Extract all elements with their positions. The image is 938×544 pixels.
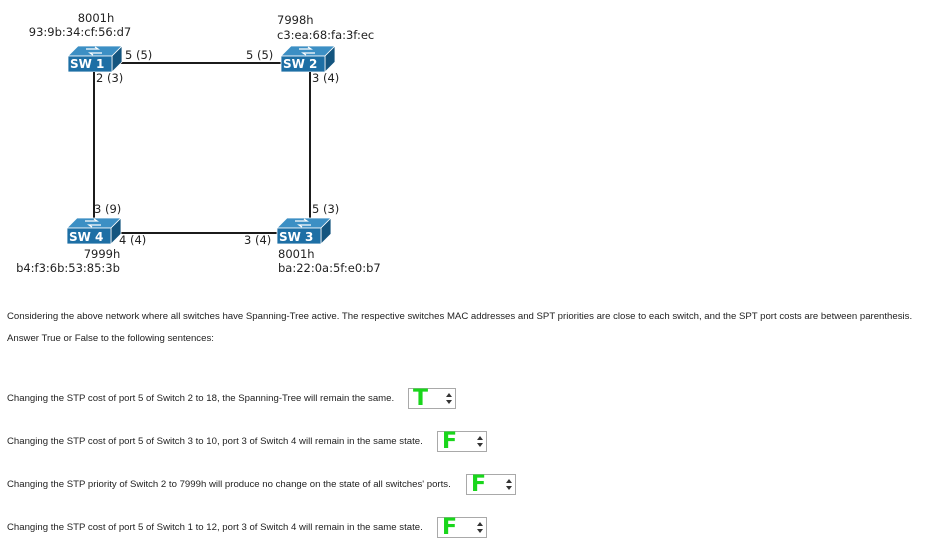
- sw2-label: SW 2: [283, 57, 318, 71]
- sw3-port-left: 3 (4): [244, 233, 272, 247]
- switch-sw1[interactable]: [64, 44, 124, 72]
- sw1-label: SW 1: [70, 57, 105, 71]
- answer-value: F: [442, 515, 458, 540]
- sw4-port-up: 3 (9): [94, 202, 122, 216]
- switch-icon: [276, 217, 332, 244]
- answer-value: F: [471, 472, 487, 497]
- link-sw1-sw2: [112, 62, 286, 64]
- sw2-mac: c3:ea:68:fa:3f:ec: [277, 28, 375, 42]
- select-arrows-icon: [446, 393, 452, 404]
- question-text: Changing the STP cost of port 5 of Switc…: [7, 393, 395, 404]
- sw3-mac: ba:22:0a:5f:e0:b7: [278, 261, 381, 275]
- sw1-port-down: 2 (3): [96, 71, 124, 85]
- switch-sw4[interactable]: [63, 216, 123, 244]
- switch-sw2[interactable]: [277, 44, 337, 72]
- sw2-port-down: 3 (4): [312, 71, 340, 85]
- sw2-port-left: 5 (5): [246, 48, 274, 62]
- sw3-priority: 8001h: [278, 247, 315, 261]
- sw4-port-right: 4 (4): [119, 233, 147, 247]
- select-arrows-icon: [506, 479, 512, 490]
- switch-sw3[interactable]: [273, 216, 333, 244]
- link-sw1-sw4: [93, 70, 95, 220]
- intro-text: Considering the above network where all …: [7, 311, 913, 322]
- sw1-port-right: 5 (5): [125, 48, 153, 62]
- link-sw3-sw4: [112, 232, 282, 234]
- question-text: Changing the STP cost of port 5 of Switc…: [7, 436, 423, 447]
- answer-select[interactable]: F: [437, 515, 487, 540]
- switch-icon: [66, 217, 122, 244]
- sw1-priority: 8001h: [77, 11, 115, 25]
- sw3-port-up: 5 (3): [312, 202, 340, 216]
- select-arrows-icon: [477, 522, 483, 533]
- sw4-label: SW 4: [69, 230, 104, 244]
- instructions-text: Answer True or False to the following se…: [7, 333, 214, 344]
- answer-select[interactable]: F: [466, 472, 516, 497]
- select-arrows-icon: [477, 436, 483, 447]
- switch-icon: [280, 45, 336, 72]
- answer-value: F: [442, 429, 458, 454]
- sw4-mac: b4:f3:6b:53:85:3b: [16, 261, 120, 275]
- question-text: Changing the STP cost of port 5 of Switc…: [7, 522, 423, 533]
- answer-value: T: [413, 386, 429, 411]
- question-text: Changing the STP priority of Switch 2 to…: [7, 479, 451, 490]
- sw1-mac: 93:9b:34:cf:56:d7: [28, 25, 132, 39]
- sw4-priority: 7999h: [83, 247, 121, 261]
- sw3-label: SW 3: [279, 230, 314, 244]
- sw2-priority: 7998h: [277, 13, 314, 27]
- switch-icon: [67, 45, 123, 72]
- answer-select[interactable]: F: [437, 429, 487, 454]
- answer-select[interactable]: T: [408, 386, 456, 411]
- link-sw2-sw3: [309, 70, 311, 220]
